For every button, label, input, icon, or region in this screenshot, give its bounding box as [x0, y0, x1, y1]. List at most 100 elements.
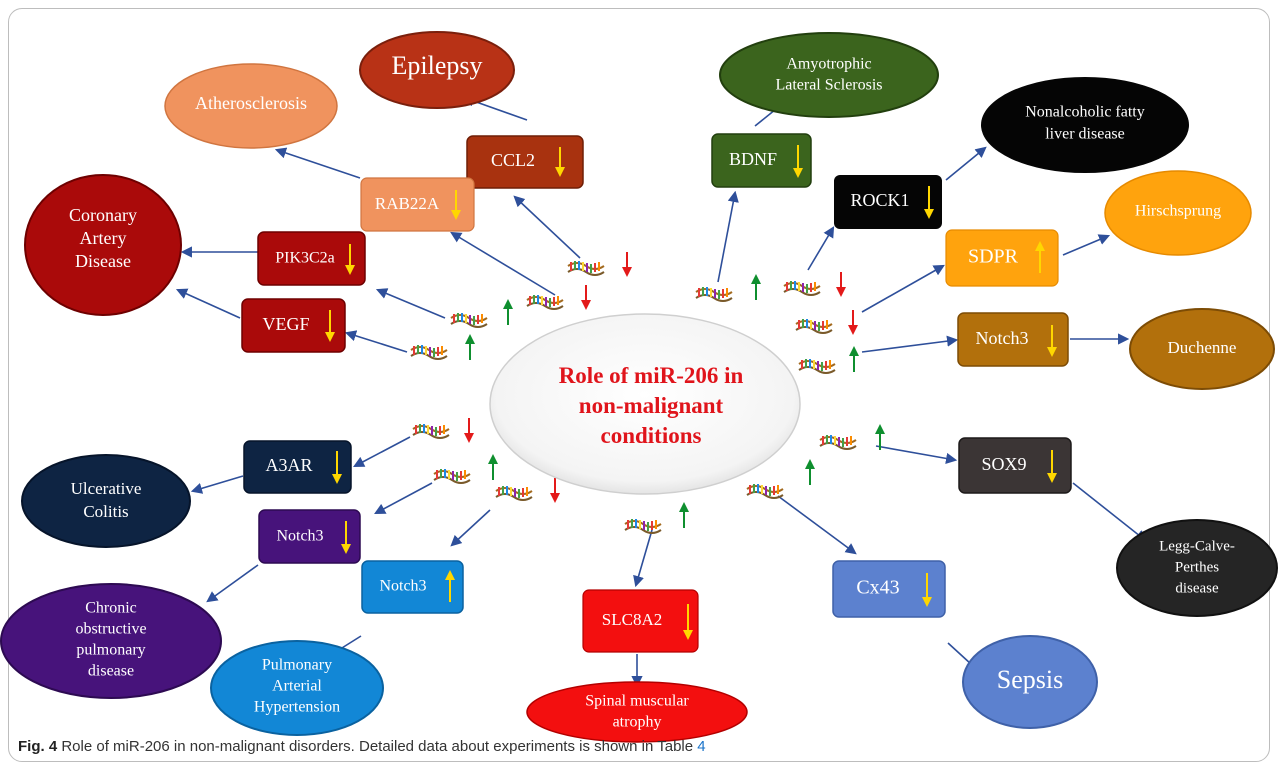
gene-label: PIK3C2a [275, 250, 335, 267]
gene-cx43: Cx43 [832, 560, 946, 618]
gene-sdpr: SDPR [945, 229, 1059, 287]
disease-label: obstructive [75, 621, 146, 638]
arrow-mir-to-cx43 [777, 495, 857, 555]
mirna-icon [819, 434, 857, 450]
arrow-mir-to-notch3-mid [450, 509, 491, 547]
disease-nafld: Nonalcoholic fatty liver disease [981, 77, 1189, 173]
center-title-line1: Role of miR-206 in [559, 363, 744, 388]
disease-label: Pulmonary [262, 657, 332, 674]
disease-copd: Chronic obstructive pulmonary disease [0, 583, 222, 699]
arrow-rab22a-to-atherosclerosis [274, 147, 361, 179]
arrow-mir-to-notch3-left [374, 482, 433, 515]
disease-label: Lateral Sclerosis [775, 77, 882, 94]
gene-ccl2: CCL2 [466, 135, 584, 189]
mirna-icon [433, 468, 471, 484]
gene-notch3-mid: Notch3 [361, 560, 464, 614]
arrow-mir-to-pik3c2a [375, 288, 446, 319]
gene-label: Notch3 [379, 578, 426, 595]
center-title-line3: conditions [601, 423, 702, 448]
disease-label: disease [88, 663, 134, 680]
gene-label: Cx43 [856, 577, 899, 599]
disease-label: Hypertension [254, 699, 340, 716]
disease-label: Disease [75, 251, 131, 271]
disease-duchenne: Duchenne [1129, 308, 1275, 390]
arrow-sdpr-to-hirschsprung [1062, 234, 1111, 256]
gene-label: Notch3 [976, 328, 1029, 348]
gene-rab22a: RAB22A [360, 177, 475, 232]
caption-label: Fig. 4 [18, 738, 58, 755]
disease-label: Amyotrophic [786, 56, 871, 73]
gene-label: Notch3 [276, 528, 323, 545]
disease-label: Spinal muscular [585, 693, 689, 710]
figure-frame [8, 8, 1270, 762]
arrow-mir-to-rock1 [807, 226, 835, 271]
disease-label: Atherosclerosis [195, 93, 307, 113]
gene-rock1: ROCK1 [834, 175, 942, 229]
figure-caption: Fig. 4 Role of miR-206 in non-malignant … [18, 738, 706, 755]
disease-label: Hirschsprung [1135, 203, 1221, 220]
arrow-mir-to-sox9 [875, 445, 958, 464]
disease-label: Perthes [1175, 559, 1219, 575]
gene-label: A3AR [265, 455, 312, 475]
arrow-mir-to-rab22a [450, 231, 556, 296]
gene-notch3-left: Notch3 [258, 509, 361, 564]
disease-label: pulmonary [76, 642, 145, 659]
disease-label: Sepsis [997, 665, 1063, 694]
disease-hirschsprung: Hirschsprung [1104, 170, 1252, 256]
gene-slc8a2: SLC8A2 [582, 589, 699, 653]
disease-label: Legg-Calve- [1159, 538, 1235, 554]
disease-label: Duchenne [1168, 338, 1237, 357]
disease-label: atrophy [613, 714, 662, 731]
arrow-mir-to-vegf [344, 330, 408, 353]
disease-label: Artery [80, 228, 127, 248]
mirna-icon [410, 344, 448, 360]
disease-ulcerative-colitis: Ulcerative Colitis [21, 454, 191, 548]
gene-notch3-right: Notch3 [957, 312, 1069, 367]
table-reference-link[interactable]: 4 [697, 738, 706, 755]
mirna-icon [783, 280, 821, 296]
arrow-mir-to-bdnf [717, 190, 739, 283]
arrow-mir-to-sdpr [861, 264, 945, 313]
mirna-icon [624, 518, 662, 534]
gene-pik3c2a: PIK3C2a [257, 231, 366, 286]
gene-label: RAB22A [375, 194, 440, 213]
disease-label: Nonalcoholic fatty [1025, 104, 1145, 121]
disease-label: Arterial [272, 678, 322, 695]
gene-label: ROCK1 [850, 190, 909, 210]
disease-als: Amyotrophic Lateral Sclerosis [719, 32, 939, 118]
mirna-icon [746, 483, 784, 499]
mirna-icon [695, 286, 733, 302]
gene-label: SOX9 [981, 454, 1026, 474]
disease-label: liver disease [1045, 126, 1125, 143]
caption-text: Role of miR-206 in non-malignant disorde… [61, 738, 694, 755]
mirna-icon [567, 260, 605, 276]
gene-bdnf: BDNF [711, 133, 812, 188]
arrow-a3ar-to-uc [190, 475, 244, 494]
disease-label: Ulcerative [71, 479, 142, 498]
gene-label: CCL2 [491, 150, 535, 170]
disease-epilepsy: Epilepsy [359, 31, 515, 109]
center-title-line2: non-malignant [579, 393, 724, 418]
gene-label: VEGF [262, 314, 309, 334]
arrow-mir-to-ccl2 [513, 195, 581, 259]
gene-label: BDNF [729, 149, 777, 169]
mirna-icon [798, 358, 836, 374]
disease-sepsis: Sepsis [962, 635, 1098, 729]
mirna-icons [410, 252, 885, 534]
disease-coronary-artery-disease: Coronary Artery Disease [24, 174, 182, 316]
gene-label: SLC8A2 [602, 610, 662, 629]
arrow-rock1-to-nafld [945, 146, 987, 181]
arrow-vegf-to-cad [175, 288, 241, 319]
gene-label: SDPR [968, 246, 1019, 268]
gene-vegf: VEGF [241, 298, 346, 353]
arrow-sox9-to-lcp [1072, 482, 1147, 542]
disease-label: Chronic [85, 600, 137, 617]
mirna-icon [495, 485, 533, 501]
arrow-mir-to-slc8a2 [633, 529, 653, 588]
mirna-icon [526, 294, 564, 310]
gene-sox9: SOX9 [958, 437, 1072, 494]
mirna-icon [795, 318, 833, 334]
mirna-icon [450, 312, 488, 328]
arrow-mir-to-a3ar [353, 436, 411, 468]
